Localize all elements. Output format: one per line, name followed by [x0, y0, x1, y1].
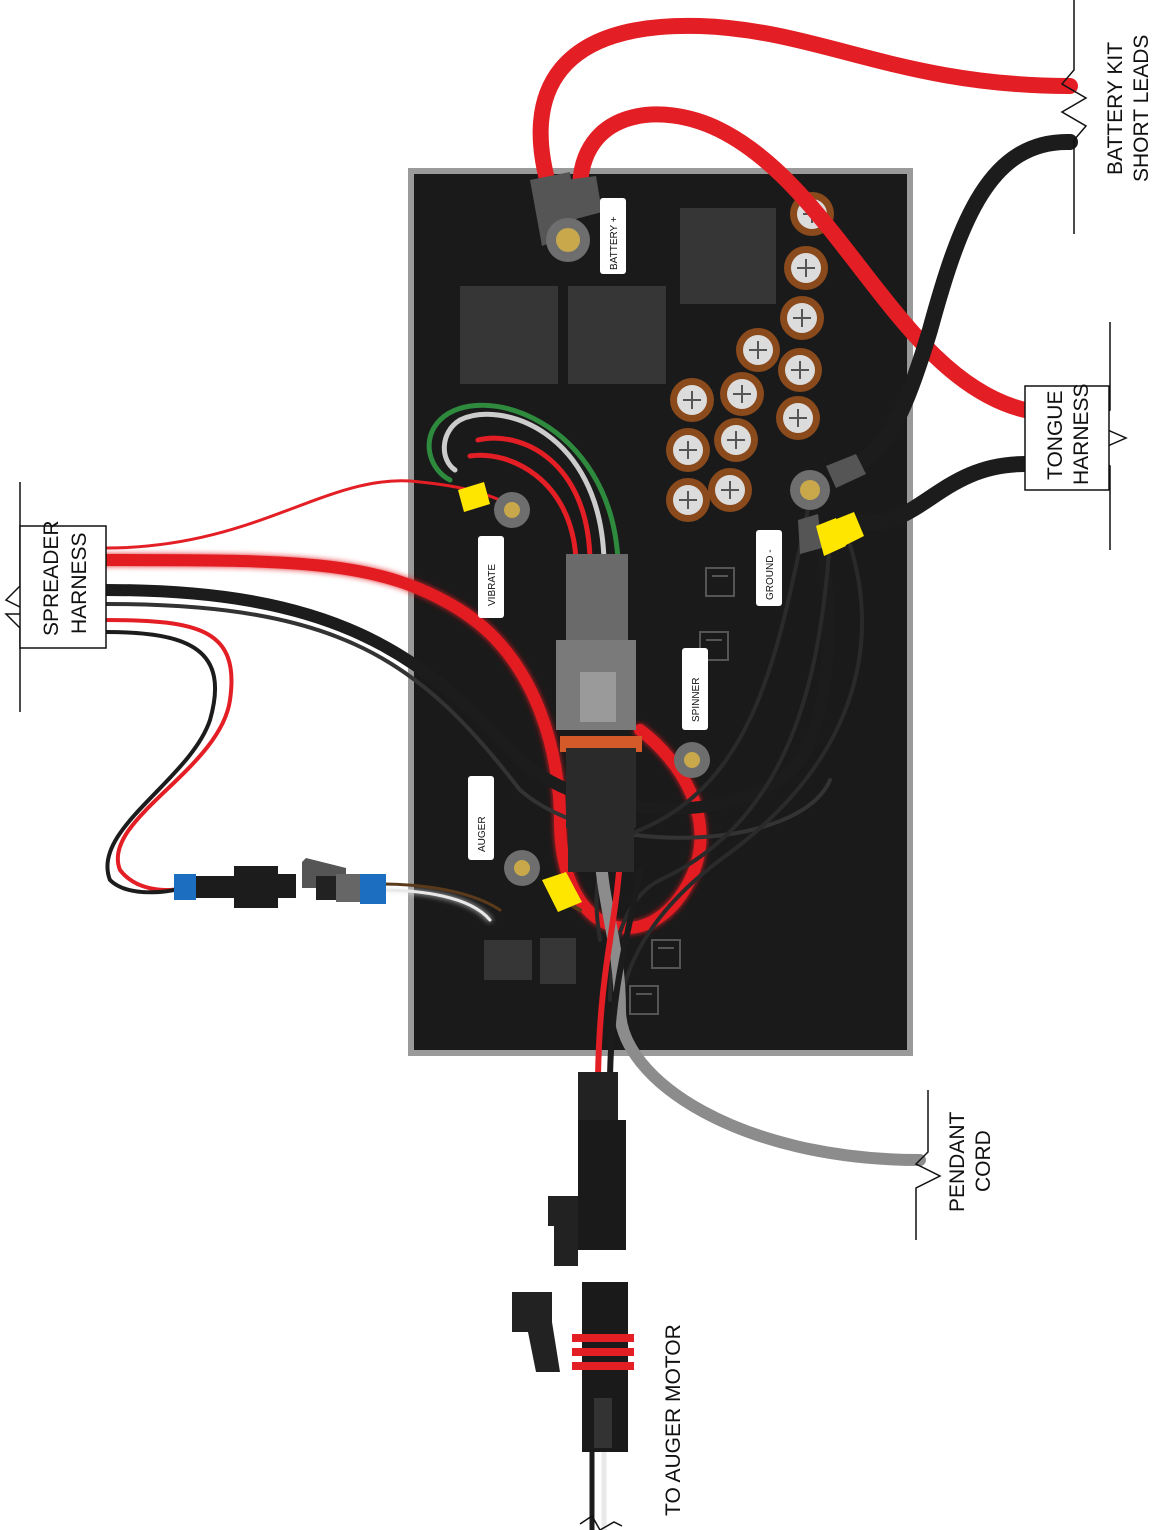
ground-minus-label: GROUND -	[765, 549, 776, 600]
battery-kit-callout: BATTERY KIT SHORT LEADS	[1060, 0, 1153, 234]
terminal-tag-ground-minus: GROUND -	[756, 530, 782, 606]
main-harness-connector	[556, 554, 642, 872]
small-chip	[484, 940, 532, 980]
relay-block	[680, 208, 776, 304]
to-auger-motor-label: TO AUGER MOTOR	[662, 1324, 685, 1516]
vibrate-harness-wires	[426, 402, 621, 563]
auger-label: AUGER	[477, 816, 488, 852]
board-silkscreen-marks	[629, 567, 735, 1015]
spreader-harness-label-line2: HARNESS	[68, 532, 91, 634]
vibrate-label: VIBRATE	[487, 564, 498, 606]
pendant-cord-label-line1: PENDANT	[946, 1111, 969, 1212]
battery-kit-red-wires	[532, 17, 1078, 418]
tongue-harness-label-line2: HARNESS	[1070, 383, 1093, 485]
relay-blocks	[460, 208, 776, 984]
spinner-terminal	[674, 742, 710, 778]
tongue-harness-label-line1: TONGUE	[1044, 391, 1067, 480]
terminal-tag-auger: AUGER	[468, 776, 494, 860]
spreader-inline-connector	[174, 858, 386, 908]
vibrate-terminal	[458, 482, 530, 528]
battery-plus-label: BATTERY +	[609, 216, 620, 270]
terminal-tag-vibrate: VIBRATE	[478, 536, 504, 618]
auger-terminal	[504, 850, 582, 912]
to-auger-motor-callout: TO AUGER MOTOR	[579, 1324, 685, 1530]
pendant-cord-callout: PENDANT CORD	[914, 1090, 995, 1240]
battery-terminal	[530, 172, 602, 262]
small-chip	[540, 938, 576, 984]
relay-block	[460, 286, 558, 384]
terminal-tag-spinner: SPINNER	[682, 648, 708, 730]
battery-kit-label-line1: BATTERY KIT	[1104, 42, 1127, 175]
spinner-label: SPINNER	[691, 678, 702, 722]
auger-motor-connector	[512, 1072, 634, 1452]
terminal-tag-battery-plus: BATTERY +	[600, 198, 626, 274]
battery-kit-label-line2: SHORT LEADS	[1130, 35, 1153, 182]
output-wires	[378, 834, 926, 1166]
relay-block	[568, 286, 666, 384]
black-power-wires	[832, 133, 1078, 531]
spreader-harness-label-line1: SPREADER	[40, 520, 63, 636]
spreader-harness-callout: SPREADER HARNESS	[4, 482, 107, 712]
pendant-cord-label-line2: CORD	[972, 1130, 995, 1192]
tongue-harness-callout: TONGUE HARNESS	[1024, 322, 1128, 550]
ground-terminal	[790, 454, 866, 556]
